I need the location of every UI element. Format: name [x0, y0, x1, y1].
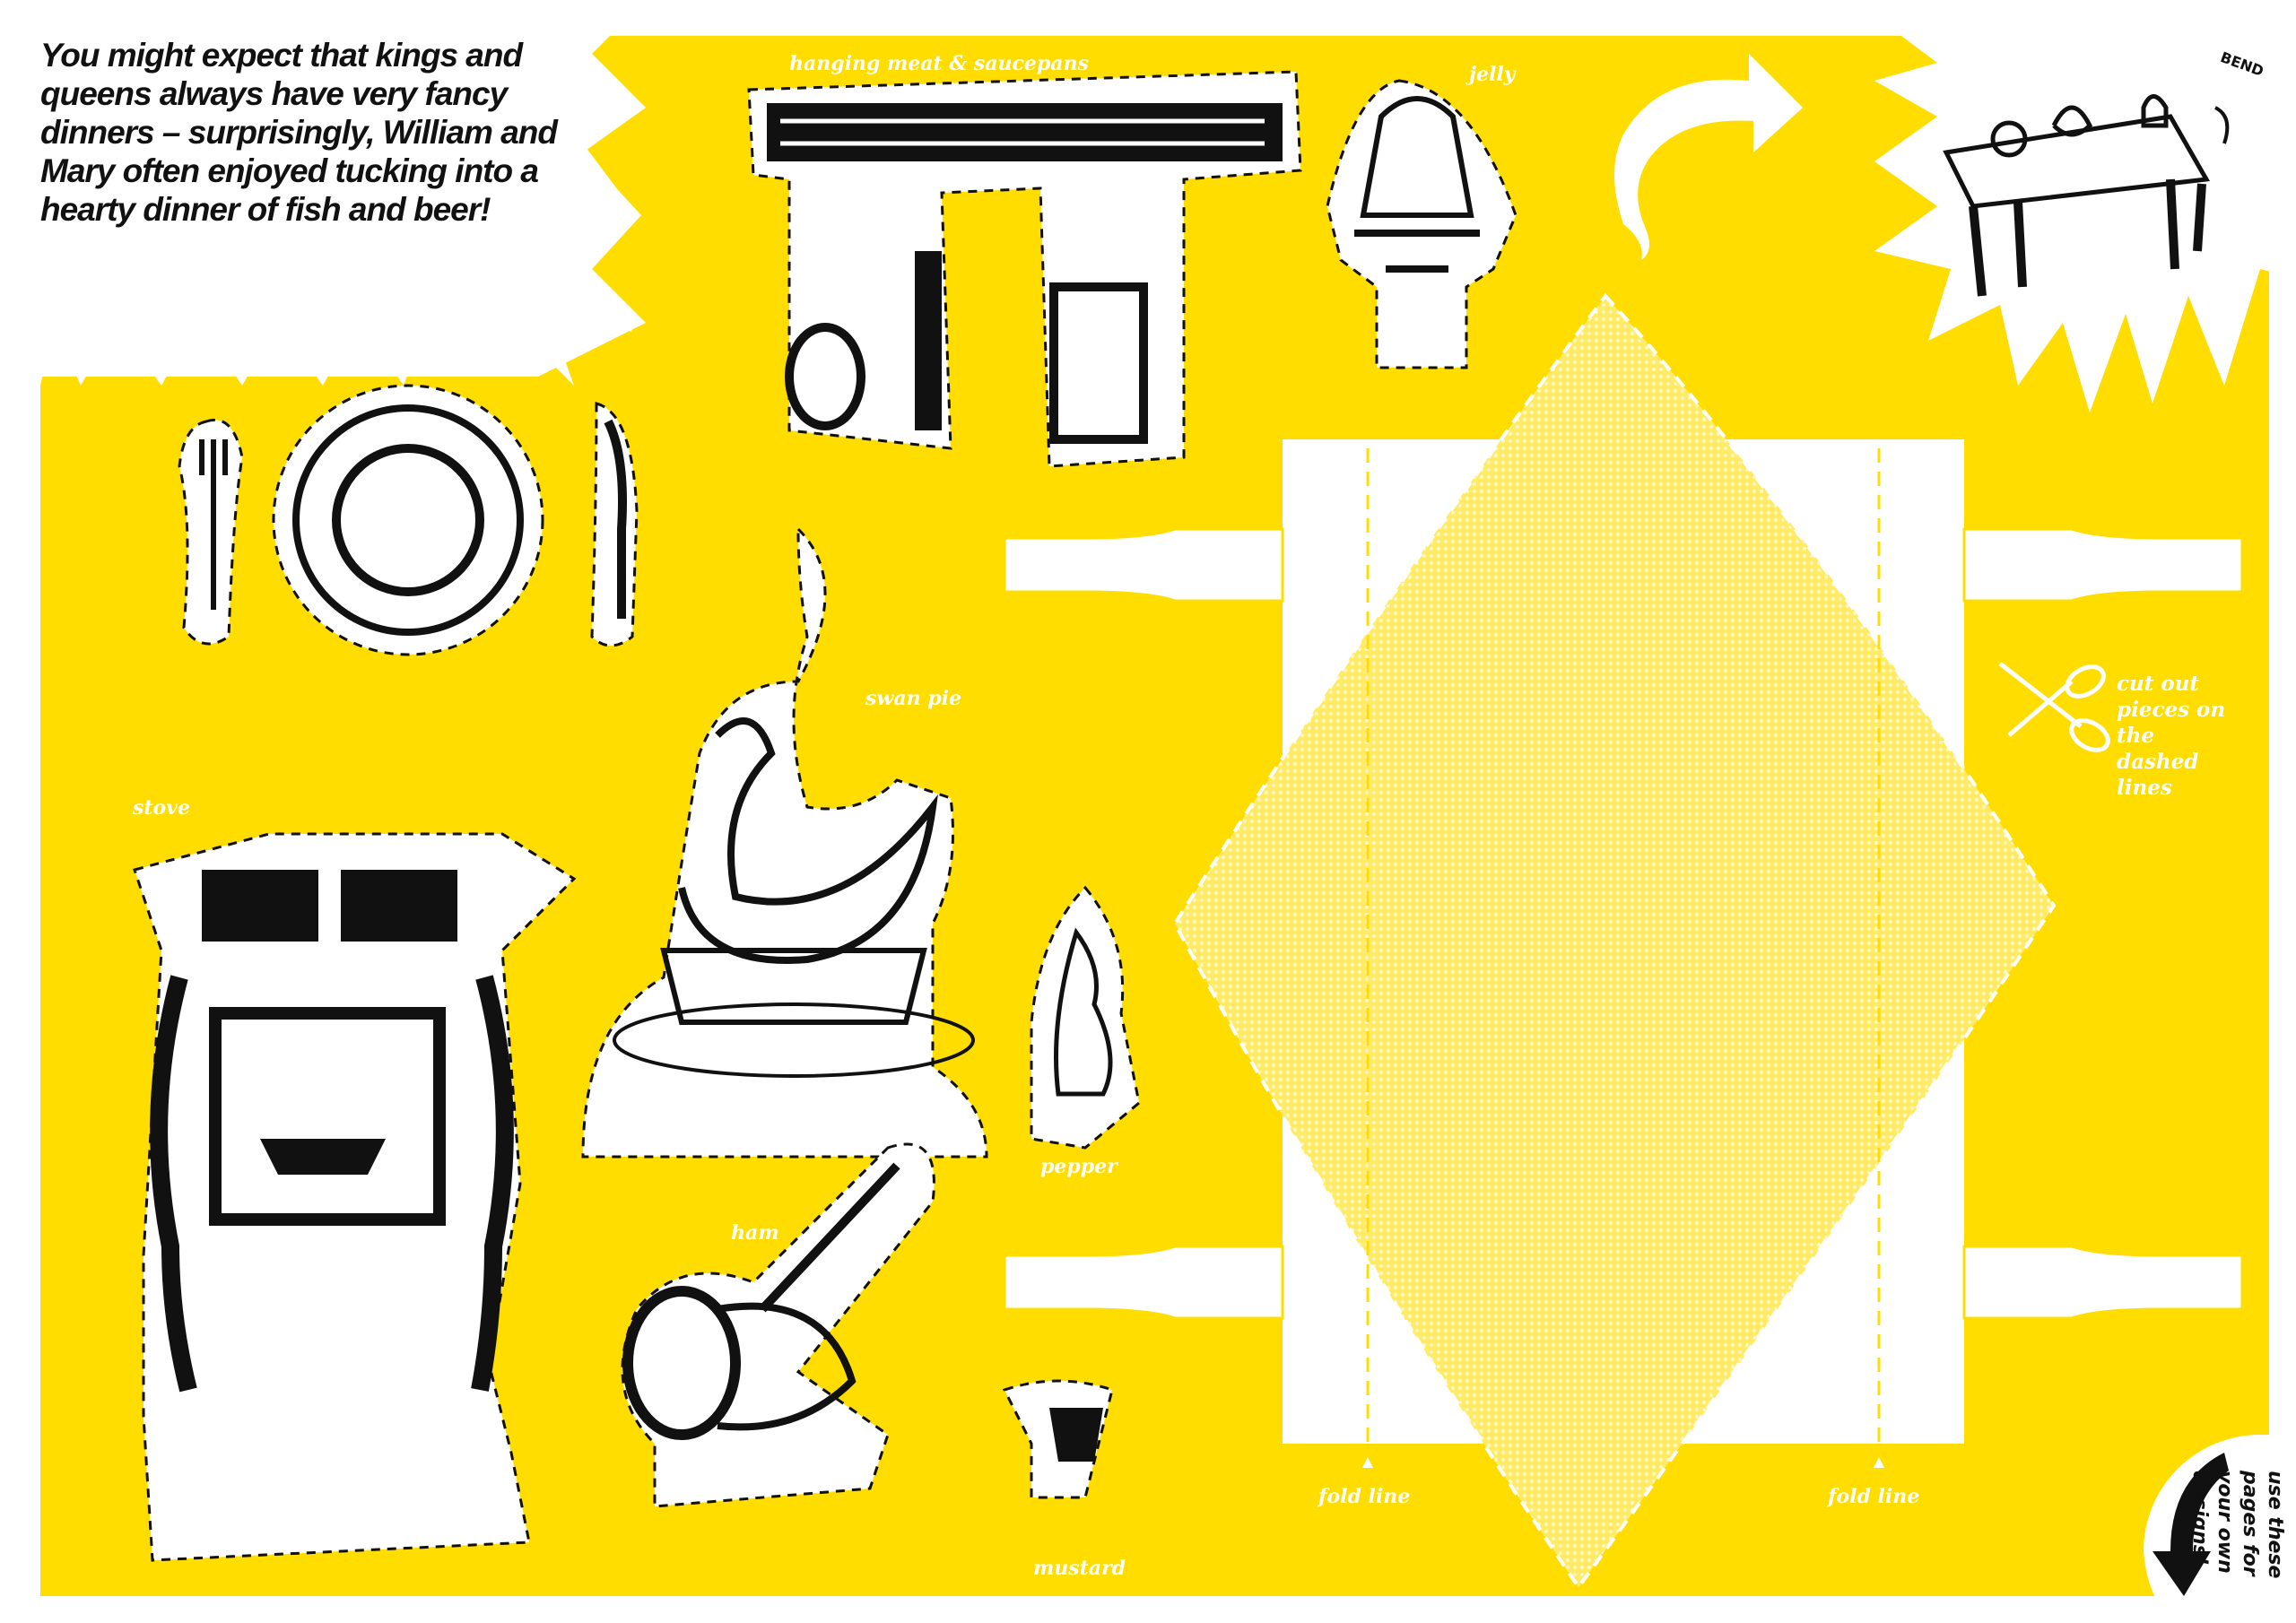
scissors-icon: [1998, 662, 2110, 752]
stove-cutout: [133, 832, 577, 1562]
label-swan-pie: swan pie: [865, 687, 961, 710]
curved-arrow-icon: [1614, 54, 1803, 260]
curved-arrow-down-icon: [2152, 1453, 2229, 1596]
label-fold-line-left: fold line: [1318, 1485, 1411, 1508]
mustard-cutout: [1002, 1379, 1114, 1499]
label-pepper: pepper: [1040, 1155, 1118, 1178]
speech-starburst: [0, 0, 646, 386]
plate-cutout: [272, 384, 544, 656]
label-jelly: jelly: [1469, 63, 1516, 86]
intro-text: You might expect that kings and queens a…: [40, 37, 558, 228]
label-hanging-meat: hanging meat & saucepans: [789, 52, 1089, 75]
pepper-cutout: [1030, 885, 1141, 1150]
fork-cutout: [178, 419, 244, 646]
cut-instruction: cut out pieces on the dashed lines: [2117, 672, 2226, 800]
jelly-cutout: [1326, 79, 1518, 369]
label-ham: ham: [731, 1221, 779, 1245]
label-fold-line-right: fold line: [1828, 1485, 1920, 1508]
hanging-meat-cutout: [747, 70, 1302, 468]
knife-cutout: [590, 402, 639, 647]
label-stove: stove: [133, 796, 191, 820]
label-mustard: mustard: [1033, 1557, 1126, 1580]
use-pages-note: use these pages for your own designs!: [2188, 1471, 2286, 1579]
tablecloth-template: [1003, 292, 2244, 1591]
bend-table-illustration: [1874, 0, 2296, 412]
ham-cutout: [621, 1142, 935, 1508]
use-pages-badge: [2144, 1435, 2296, 1623]
swan-pie-cutout: [581, 525, 988, 1159]
